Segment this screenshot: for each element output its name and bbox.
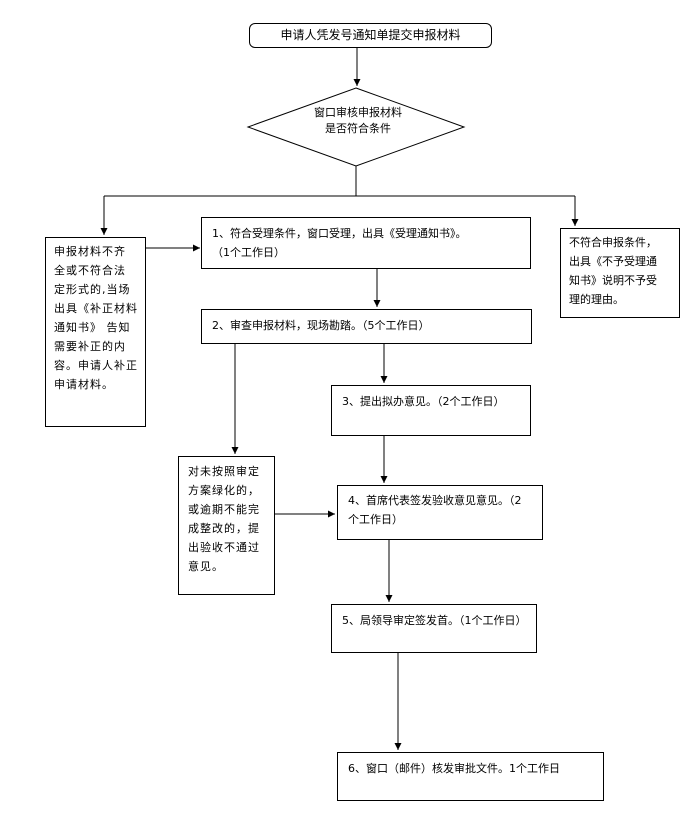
step-4-line-1: 4、首席代表签发验收意见意见。（2: [348, 494, 522, 507]
left-line-5: 通知书》 告知: [54, 321, 131, 334]
side-line-4: 成整改的，提: [188, 522, 260, 535]
start-box: 申请人凭发号通知单提交申报材料: [249, 23, 492, 48]
decision-line-2: 是否符合条件: [325, 122, 391, 135]
side-line-3: 或逾期不能完: [188, 503, 260, 516]
side-line-2: 方案绿化的，: [188, 484, 260, 497]
left-line-2: 全或不符合法: [54, 264, 126, 277]
side-line-6: 意见。: [188, 560, 224, 573]
left-line-7: 容。申请人补正: [54, 359, 138, 372]
right-line-3: 知书》说明不予受: [569, 274, 657, 287]
step-3-label: 3、提出拟办意见。（2个工作日）: [342, 395, 505, 408]
step-3-opinion-box: 3、提出拟办意见。（2个工作日）: [331, 385, 531, 436]
step-4-chief-sign-box: 4、首席代表签发验收意见意见。（2 个工作日）: [337, 485, 543, 540]
start-label: 申请人凭发号通知单提交申报材料: [280, 28, 461, 42]
step-1-line-2: （1个工作日）: [212, 246, 285, 259]
fail-inspection-box: 对未按照审定 方案绿化的， 或逾期不能完 成整改的，提 出验收不通过 意见。: [178, 456, 275, 595]
step-1-line-1: 1、符合受理条件，窗口受理，出具《受理通知书》。: [212, 227, 467, 240]
left-line-4: 出具《补正材料: [54, 302, 138, 315]
right-line-2: 出具《不予受理通: [569, 255, 657, 268]
left-line-8: 申请材料。: [54, 378, 114, 391]
step-5-leader-approve-box: 5、局领导审定签发首。（1个工作日）: [331, 604, 537, 653]
step-2-review-box: 2、审查申报材料，现场勘踏。（5个工作日）: [201, 309, 532, 344]
incomplete-materials-box: 申报材料不齐 全或不符合法 定形式的,当场 出具《补正材料 通知书》 告知 需要…: [45, 237, 146, 427]
step-2-label: 2、审查申报材料，现场勘踏。（5个工作日）: [212, 319, 430, 332]
left-line-3: 定形式的,当场: [54, 283, 131, 296]
step-5-label: 5、局领导审定签发首。（1个工作日）: [342, 614, 527, 627]
right-line-4: 理的理由。: [569, 293, 624, 306]
side-line-1: 对未按照审定: [188, 465, 260, 478]
left-line-6: 需要补正的内: [54, 340, 126, 353]
decision-label: 窗口审核申报材料 是否符合条件: [250, 105, 466, 137]
step-6-label: 6、窗口（邮件）核发审批文件。1个工作日: [348, 762, 560, 775]
rejection-box: 不符合申报条件， 出具《不予受理通 知书》说明不予受 理的理由。: [560, 228, 680, 318]
step-4-line-2: 个工作日）: [348, 513, 403, 526]
left-line-1: 申报材料不齐: [54, 245, 126, 258]
step-1-accept-box: 1、符合受理条件，窗口受理，出具《受理通知书》。 （1个工作日）: [201, 217, 531, 269]
side-line-5: 出验收不通过: [188, 541, 260, 554]
decision-line-1: 窗口审核申报材料: [314, 106, 402, 119]
step-6-issue-docs-box: 6、窗口（邮件）核发审批文件。1个工作日: [337, 752, 604, 801]
right-line-1: 不符合申报条件，: [569, 236, 657, 249]
